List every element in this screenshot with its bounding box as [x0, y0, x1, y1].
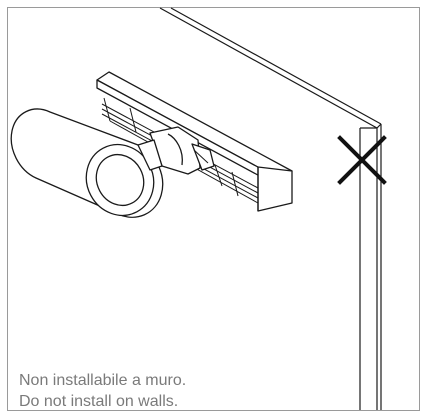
frame-border: [7, 7, 420, 411]
wall-icon: [159, 7, 382, 410]
spotlight-icon: [10, 108, 215, 218]
cross-mark-icon: [337, 135, 387, 185]
track-rail-icon: [96, 71, 293, 212]
caption: Non installabile a muro. Do not install …: [19, 370, 379, 412]
caption-italian: Non installabile a muro.: [19, 372, 187, 389]
caption-english: Do not install on walls.: [19, 393, 179, 410]
